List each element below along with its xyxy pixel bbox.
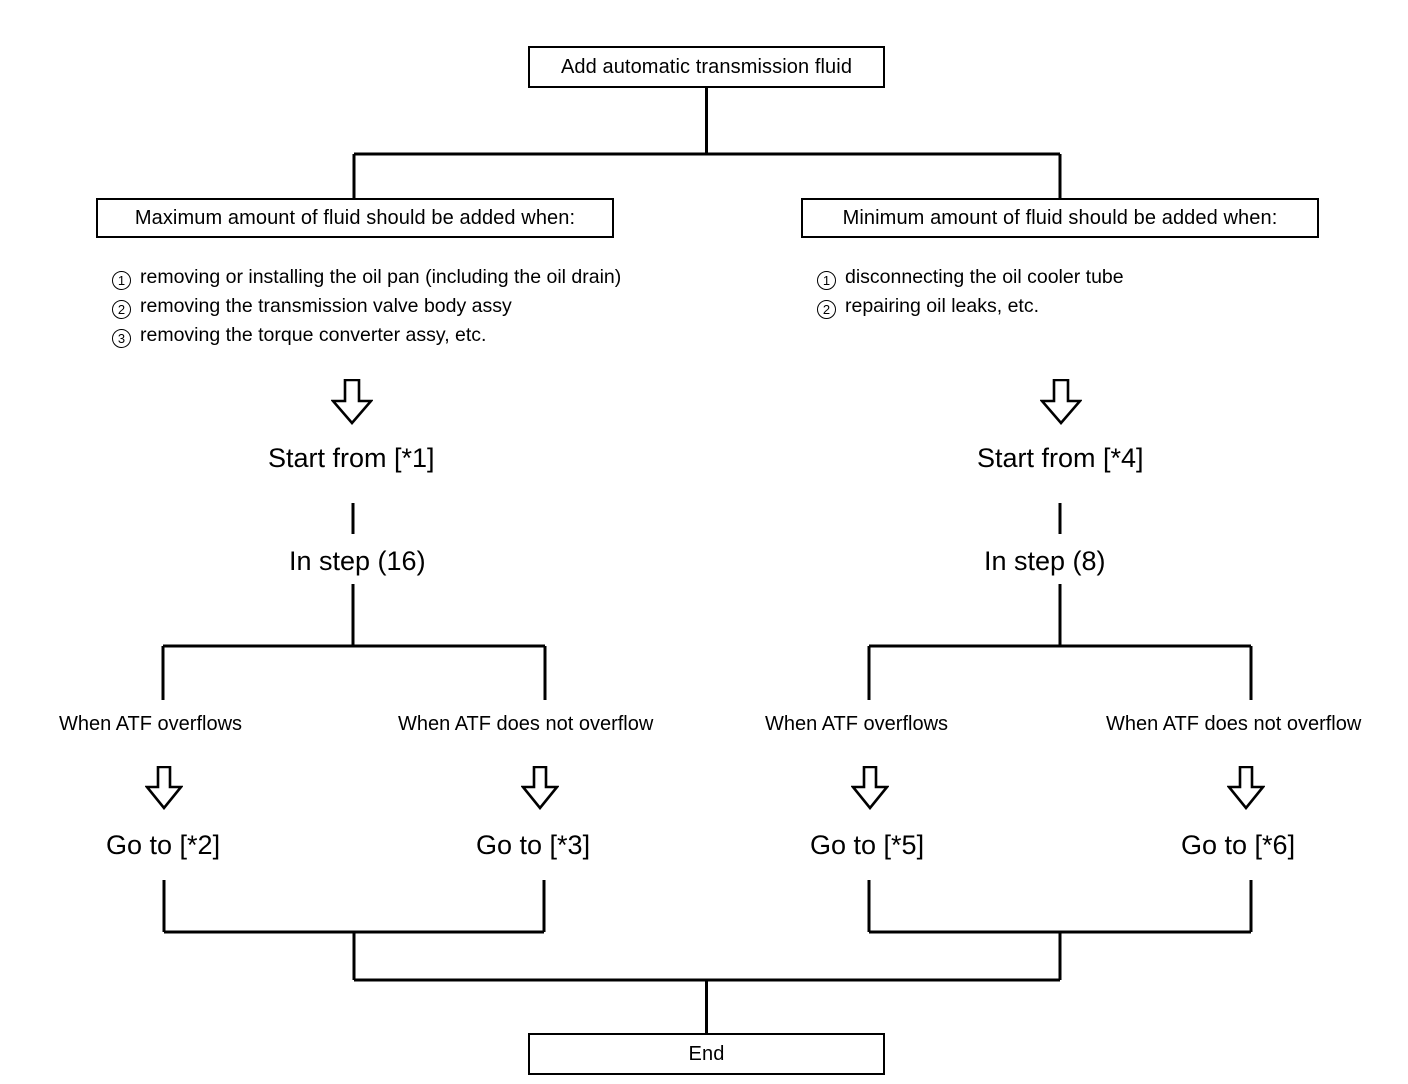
label-start-from-1: Start from [*1] (268, 443, 435, 473)
circled-number-icon: 2 (817, 300, 836, 319)
down-arrow-icon (1040, 379, 1082, 425)
process-box-add-atf: Add automatic transmission fluid (528, 46, 885, 88)
header-box-minimum: Minimum amount of fluid should be added … (801, 198, 1319, 238)
list-item: 3 removing the torque converter assy, et… (112, 321, 621, 350)
list-item: 1 disconnecting the oil cooler tube (817, 263, 1124, 292)
down-arrow-icon (331, 379, 373, 425)
list-item: 2 removing the transmission valve body a… (112, 292, 621, 321)
label-go-to-2: Go to [*2] (106, 830, 221, 860)
circled-number-icon: 2 (112, 300, 131, 319)
header-box-minimum-label: Minimum amount of fluid should be added … (842, 207, 1278, 229)
list-item: 1 removing or installing the oil pan (in… (112, 263, 621, 292)
circled-number-icon: 1 (817, 271, 836, 290)
label-go-to-3: Go to [*3] (476, 830, 591, 860)
condition-list-maximum: 1 removing or installing the oil pan (in… (112, 263, 621, 350)
condition-list-minimum: 1 disconnecting the oil cooler tube 2 re… (817, 263, 1124, 321)
list-item-text: removing the transmission valve body ass… (140, 295, 512, 317)
label-when-atf-does-not-overflow-left: When ATF does not overflow (398, 713, 654, 735)
down-arrow-icon (145, 766, 183, 810)
down-arrow-icon (521, 766, 559, 810)
label-go-to-6: Go to [*6] (1181, 830, 1296, 860)
down-arrow-icon (851, 766, 889, 810)
terminator-box-end-label: End (688, 1043, 725, 1065)
label-start-from-4: Start from [*4] (977, 443, 1144, 473)
label-when-atf-overflows-left: When ATF overflows (59, 713, 243, 735)
list-item-text: disconnecting the oil cooler tube (845, 266, 1124, 288)
header-box-maximum: Maximum amount of fluid should be added … (96, 198, 614, 238)
process-box-add-atf-label: Add automatic transmission fluid (560, 56, 853, 78)
list-item: 2 repairing oil leaks, etc. (817, 292, 1124, 321)
list-item-text: removing or installing the oil pan (incl… (140, 266, 622, 288)
list-item-text: repairing oil leaks, etc. (845, 295, 1040, 317)
terminator-box-end: End (528, 1033, 885, 1075)
circled-number-icon: 3 (112, 329, 131, 348)
list-item-text: removing the torque converter assy, etc. (140, 324, 487, 346)
label-in-step-8: In step (8) (984, 546, 1106, 576)
circled-number-icon: 1 (112, 271, 131, 290)
header-box-maximum-label: Maximum amount of fluid should be added … (134, 207, 576, 229)
label-in-step-16: In step (16) (289, 546, 426, 576)
label-when-atf-does-not-overflow-right: When ATF does not overflow (1106, 713, 1362, 735)
label-go-to-5: Go to [*5] (810, 830, 925, 860)
label-when-atf-overflows-right: When ATF overflows (765, 713, 949, 735)
down-arrow-icon (1227, 766, 1265, 810)
